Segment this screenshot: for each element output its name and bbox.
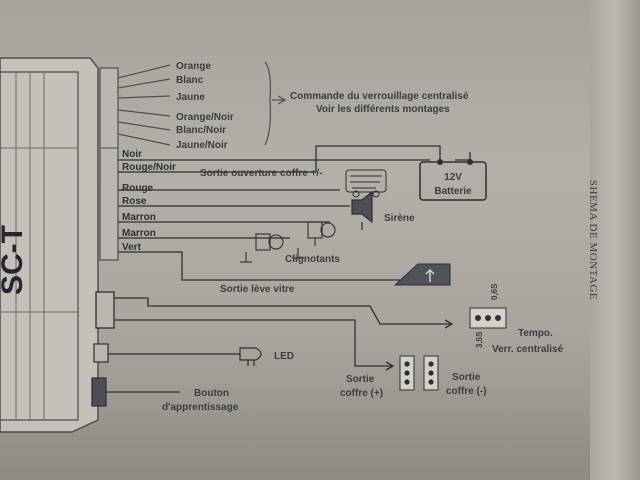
battery-line2: Batterie [434, 186, 472, 197]
window-output-label: Sortie lève vitre [220, 284, 295, 295]
tempo-a-label: 0,6S [490, 283, 499, 300]
tempo-jumper [469, 307, 507, 329]
coffre-plus-line2: coffre (+) [340, 388, 383, 399]
tempo-label-line2: Verr. centralisé [492, 344, 564, 355]
top-wires: Orange Blanc Jaune Orange/Noir Blanc/Noi… [117, 61, 287, 151]
siren-label: Sirène [384, 213, 415, 224]
blinker-icon [240, 221, 336, 263]
lock-note: Commande du verrouillage centralisé Voir… [290, 91, 469, 115]
top-wire-label: Blanc/Noir [176, 125, 226, 136]
coffre-minus-line1: Sortie [452, 372, 481, 383]
wire-label: Rouge [122, 183, 154, 194]
coffre-plus-line1: Sortie [346, 374, 375, 385]
top-wire-label: Orange [176, 61, 211, 72]
wire-label: Marron [122, 212, 156, 223]
trunk-output-label: Sortie ouverture coffre +/- [200, 168, 323, 179]
lower-connectors [91, 291, 454, 407]
button-label-line2: d'apprentissage [162, 402, 239, 413]
battery-line1: 12V [444, 172, 462, 183]
side-title: SHEMA DE MONTAGE [587, 180, 599, 300]
page-fold [590, 0, 640, 480]
wire-label: Rose [122, 196, 147, 207]
lock-note-line: Commande du verrouillage centralisé [290, 91, 469, 102]
window-icon [393, 263, 451, 286]
coffre-minus-line2: coffre (-) [446, 386, 487, 397]
wire-label: Vert [122, 242, 142, 253]
trunk-actuator-icon [345, 169, 387, 198]
trunk-jumpers [399, 355, 439, 391]
module-name: SC-T [0, 225, 29, 295]
top-wire-label: Blanc [176, 75, 204, 86]
button-label-line1: Bouton [194, 388, 229, 399]
top-wire-label: Jaune [176, 92, 205, 103]
led-label: LED [274, 351, 294, 362]
wire-label: Marron [122, 228, 156, 239]
tempo-b-label: 3,5S [475, 331, 484, 348]
wire-label: Rouge/Noir [122, 162, 176, 173]
siren-icon [351, 190, 373, 230]
wire-label: Noir [122, 149, 142, 160]
main-wires: Noir Rouge/Noir Rouge Rose Marron Marron… [118, 145, 471, 281]
module-box: SC-T [0, 57, 99, 433]
lock-note-line: Voir les différents montages [316, 104, 450, 115]
led-icon [239, 347, 262, 366]
blinkers-label: Clignotants [285, 254, 340, 265]
harness-connector [99, 67, 119, 261]
battery: 12V Batterie [419, 159, 487, 201]
top-wire-label: Jaune/Noir [176, 140, 228, 151]
top-wire-label: Orange/Noir [176, 112, 234, 123]
tempo-label-line1: Tempo. [518, 328, 553, 339]
